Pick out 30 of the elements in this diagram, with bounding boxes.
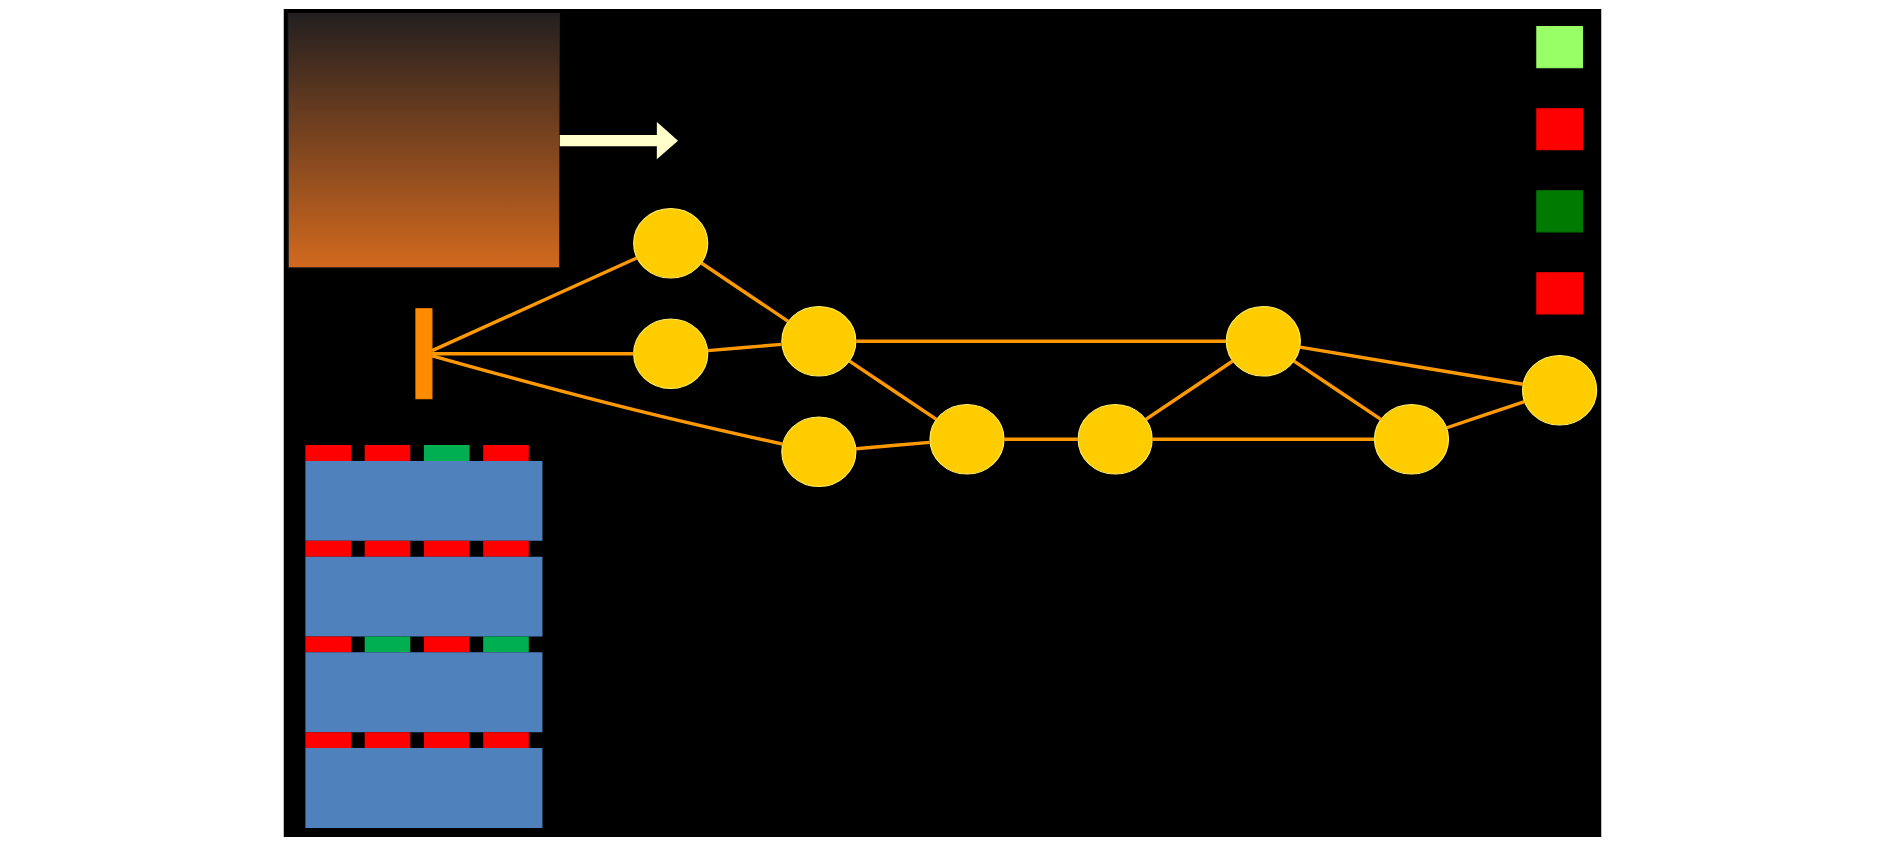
connector xyxy=(1144,359,1234,421)
connector xyxy=(1151,437,1374,441)
node-circle xyxy=(632,317,708,389)
connector xyxy=(1292,359,1382,421)
connector xyxy=(855,440,930,450)
connector xyxy=(855,339,1226,343)
node-circle xyxy=(1077,403,1153,475)
node-box xyxy=(1535,189,1583,232)
connector xyxy=(1445,399,1525,429)
node-box xyxy=(1535,107,1583,150)
node-circle xyxy=(780,415,856,487)
node-circle xyxy=(928,403,1005,475)
connector xyxy=(430,256,637,352)
connector xyxy=(707,342,782,352)
node-circle xyxy=(1225,305,1301,377)
connector xyxy=(1003,437,1078,441)
node-picture xyxy=(287,12,560,268)
node-box xyxy=(1535,271,1583,314)
node-box xyxy=(1535,25,1583,68)
node-circle xyxy=(1373,403,1449,475)
node-bar xyxy=(414,307,432,399)
connector xyxy=(1299,344,1523,386)
connector xyxy=(848,359,937,421)
arrow xyxy=(559,121,678,159)
node-circle xyxy=(632,207,708,279)
connector xyxy=(699,261,789,323)
connector xyxy=(431,351,633,355)
node-circle xyxy=(780,305,856,377)
node-circle xyxy=(1521,354,1597,426)
connector xyxy=(431,353,783,446)
